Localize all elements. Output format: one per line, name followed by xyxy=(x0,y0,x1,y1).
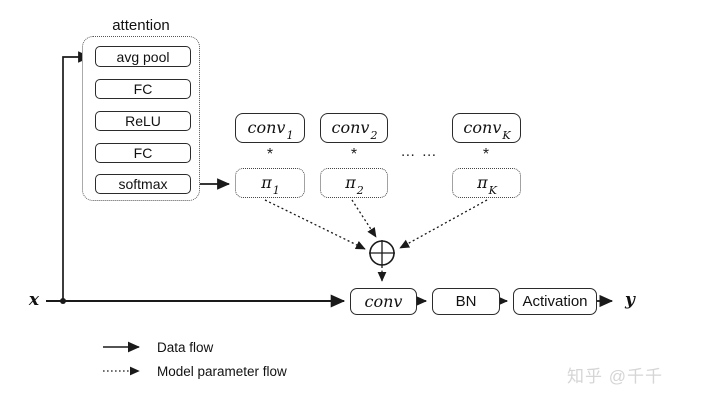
legend-data-flow-label: Data flow xyxy=(157,340,214,355)
pi2-to-sum-arrow xyxy=(351,199,377,238)
multiply-op-1: * xyxy=(266,146,274,163)
conv1-kernel-box: conv1 xyxy=(235,113,305,143)
multiply-op-K: * xyxy=(482,146,490,163)
pi2-weight-box: π2 xyxy=(320,168,388,198)
legend-param-flow-label: Model parameter flow xyxy=(157,364,287,379)
conv2-kernel-box: conv2 xyxy=(320,113,388,143)
fc1-node: FC xyxy=(95,79,191,99)
convK-kernel-box: convK xyxy=(452,113,521,143)
circled-plus-icon xyxy=(369,240,395,266)
avg-pool-node: avg pool xyxy=(95,46,191,67)
pi1-to-sum-arrow xyxy=(264,199,366,250)
piK-to-sum-arrow xyxy=(399,199,488,249)
activation-node: Activation xyxy=(513,288,597,315)
multiply-op-2: * xyxy=(350,146,358,163)
relu-node: ReLU xyxy=(95,111,191,131)
conv-node: conv xyxy=(350,288,417,315)
watermark: 知乎 @千千 xyxy=(567,367,663,386)
fc2-node: FC xyxy=(95,143,191,163)
pi1-weight-box: π1 xyxy=(235,168,305,198)
branch-ellipsis: … … xyxy=(400,143,438,160)
piK-weight-box: πK xyxy=(452,168,521,198)
output-y-label: y xyxy=(625,290,635,310)
input-x-label: x xyxy=(28,290,40,310)
attention-title: attention xyxy=(112,17,170,34)
softmax-node: softmax xyxy=(95,174,191,194)
junction-dot xyxy=(60,298,66,304)
bn-node: BN xyxy=(432,288,500,315)
